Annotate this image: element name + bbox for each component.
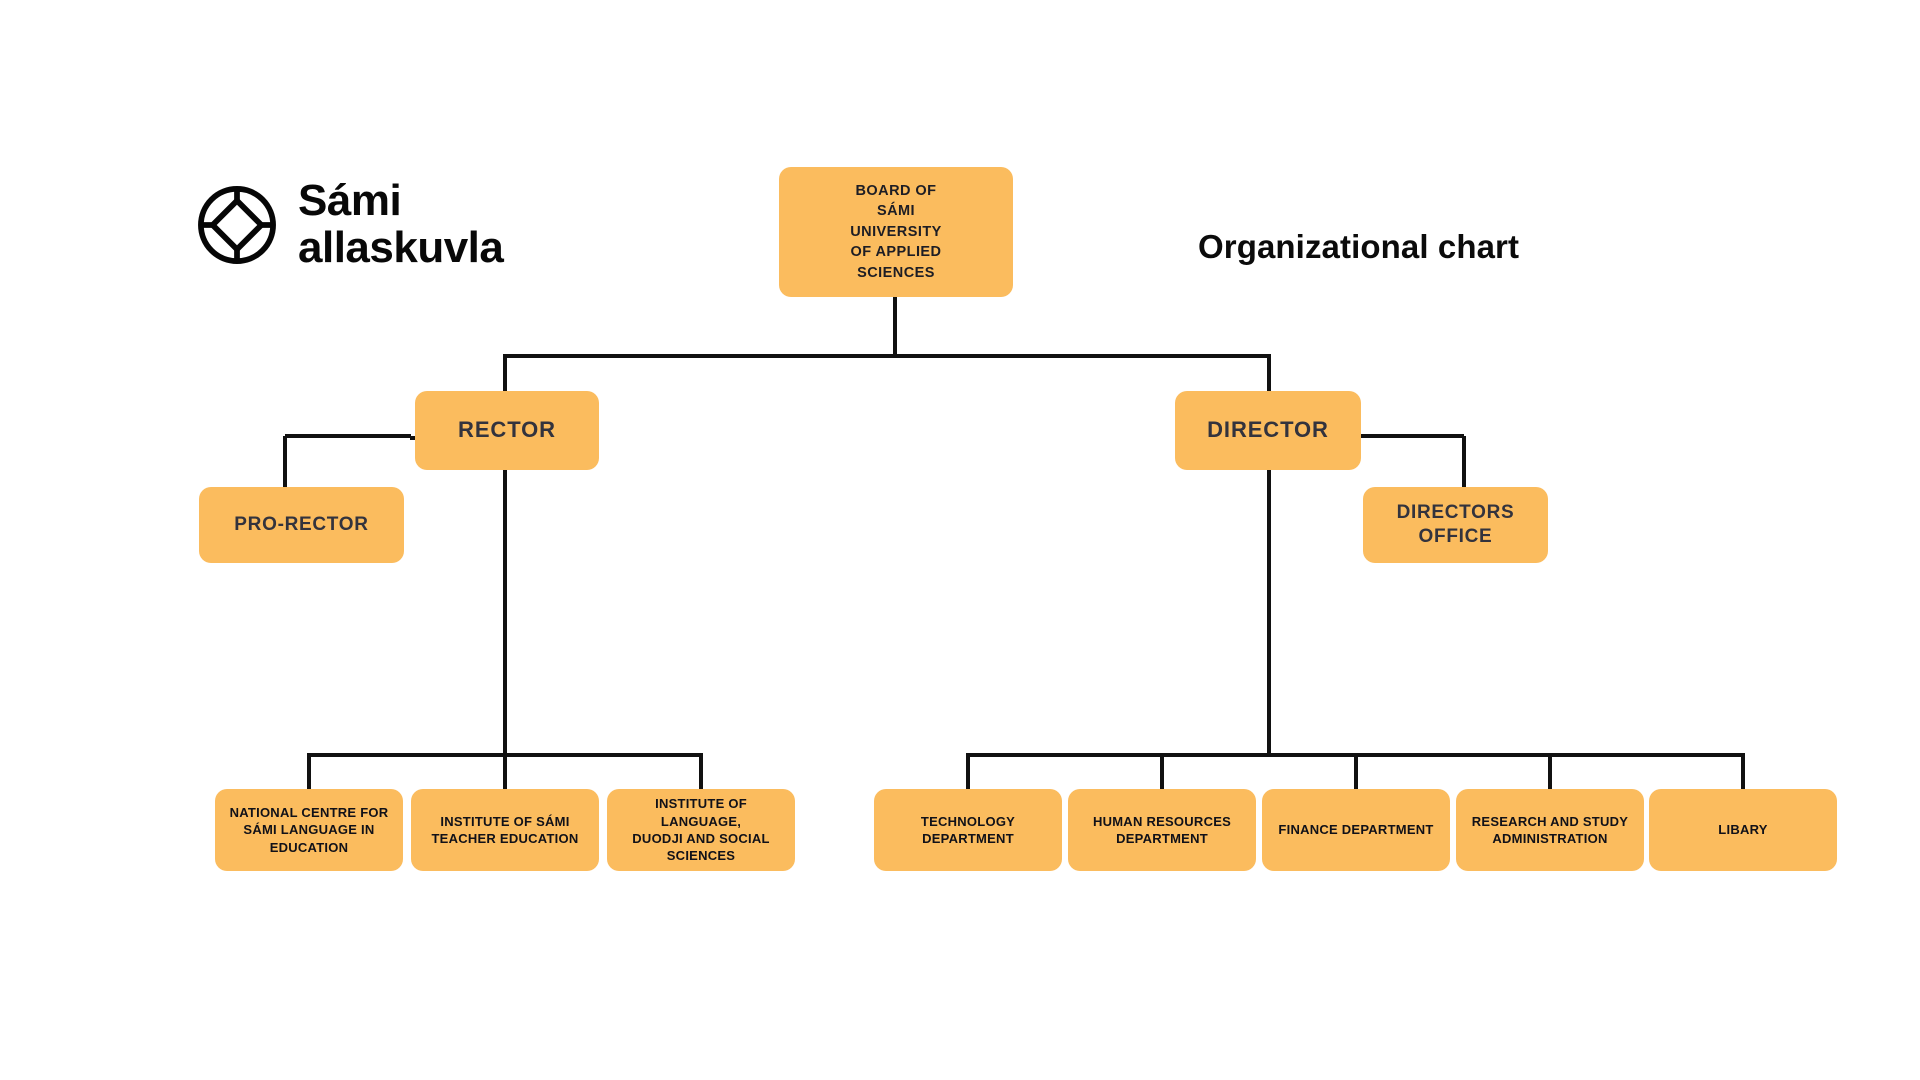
node-finance-department[interactable]: FINANCE DEPARTMENT [1262, 789, 1450, 871]
node-pro-rector[interactable]: PRO-RECTOR [199, 487, 404, 563]
node-label: NATIONAL CENTRE FOR SÁMI LANGUAGE IN EDU… [229, 805, 389, 855]
sami-allaskuvla-logo-icon [196, 184, 278, 266]
brand-lockup: Sámi allaskuvla [196, 176, 504, 272]
node-directors-office[interactable]: DIRECTORS OFFICE [1363, 487, 1548, 563]
node-board[interactable]: BOARD OF SÁMI UNIVERSITY OF APPLIED SCIE… [779, 167, 1013, 297]
node-label: INSTITUTE OF SÁMI TEACHER EDUCATION [431, 813, 579, 846]
node-label: RECTOR [458, 417, 556, 443]
node-label: BOARD OF SÁMI UNIVERSITY OF APPLIED SCIE… [850, 182, 942, 281]
node-label: TECHNOLOGY DEPARTMENT [920, 813, 1016, 846]
node-rector[interactable]: RECTOR [415, 391, 599, 470]
node-national-centre[interactable]: NATIONAL CENTRE FOR SÁMI LANGUAGE IN EDU… [215, 789, 403, 871]
brand-name: Sámi allaskuvla [298, 176, 504, 272]
node-director[interactable]: DIRECTOR [1175, 391, 1361, 470]
node-human-resources-department[interactable]: HUMAN RESOURCES DEPARTMENT [1068, 789, 1256, 871]
node-label: LIBARY [1718, 822, 1768, 838]
node-label: DIRECTOR [1207, 417, 1329, 443]
node-label: DIRECTORS OFFICE [1396, 501, 1515, 547]
node-label: HUMAN RESOURCES DEPARTMENT [1092, 813, 1232, 846]
node-teacher-education[interactable]: INSTITUTE OF SÁMI TEACHER EDUCATION [411, 789, 599, 871]
node-research-study-administration[interactable]: RESEARCH AND STUDY ADMINISTRATION [1456, 789, 1644, 871]
node-label: PRO-RECTOR [234, 513, 369, 535]
node-label: FINANCE DEPARTMENT [1278, 822, 1434, 838]
node-language-duodji[interactable]: INSTITUTE OF LANGUAGE, DUODJI AND SOCIAL… [607, 789, 795, 871]
page-title: Organizational chart [1198, 228, 1520, 265]
node-library[interactable]: LIBARY [1649, 789, 1837, 871]
node-label: INSTITUTE OF LANGUAGE, DUODJI AND SOCIAL… [632, 796, 770, 864]
node-technology-department[interactable]: TECHNOLOGY DEPARTMENT [874, 789, 1062, 871]
node-label: RESEARCH AND STUDY ADMINISTRATION [1471, 813, 1629, 846]
